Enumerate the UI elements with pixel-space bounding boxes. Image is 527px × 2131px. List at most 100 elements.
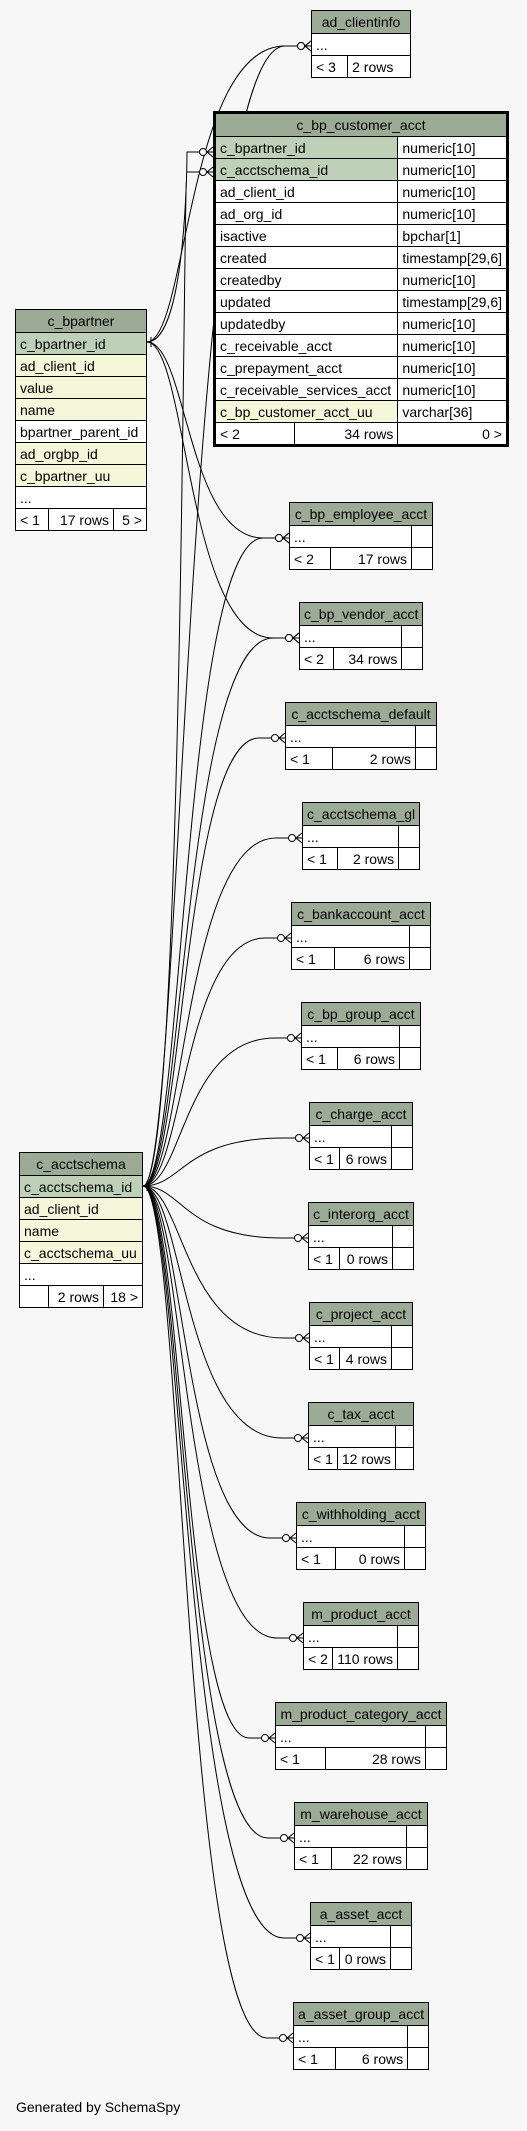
column-name[interactable]: bpartner_parent_id <box>15 420 147 443</box>
columns-ellipsis: ... <box>308 1425 396 1448</box>
parents-count[interactable]: < 1 <box>309 1947 341 1970</box>
parents-count[interactable]: < 1 <box>293 2047 336 2070</box>
table-title[interactable]: m_product_category_acct <box>275 1702 447 1726</box>
column-name[interactable]: c_bpartner_uu <box>15 464 147 487</box>
column-name[interactable]: ad_org_id <box>213 202 399 225</box>
column-name[interactable]: c_prepayment_acct <box>213 356 399 379</box>
parents-count[interactable]: < 1 <box>301 847 339 870</box>
children-count[interactable]: 5 > <box>113 508 147 531</box>
parents-count[interactable]: < 1 <box>301 1047 338 1070</box>
relationship-line <box>142 1185 279 2039</box>
column-type: numeric[10] <box>397 378 508 401</box>
table-title[interactable]: c_bp_group_acct <box>301 1002 421 1026</box>
column-name[interactable]: value <box>15 376 147 399</box>
parents-count[interactable]: < 2 <box>214 422 295 446</box>
parents-count[interactable]: < 1 <box>309 1147 340 1170</box>
column-name[interactable]: name <box>19 1219 143 1242</box>
children-count[interactable]: 0 > <box>397 422 508 446</box>
column-type: numeric[10] <box>397 356 508 379</box>
crows-foot-marker <box>301 1432 309 1444</box>
table-c-bpartner[interactable]: c_bpartner c_bpartner_id ad_client_id va… <box>15 309 147 531</box>
children-count[interactable]: 18 > <box>103 1285 143 1308</box>
table-title[interactable]: c_bp_vendor_acct <box>298 602 424 626</box>
parents-count[interactable]: < 1 <box>15 508 49 531</box>
column-name[interactable]: c_acctschema_id <box>213 158 399 181</box>
column-name[interactable]: ad_client_id <box>19 1197 143 1220</box>
column-name[interactable]: c_bpartner_id <box>213 136 399 159</box>
column-name[interactable]: name <box>15 398 147 421</box>
column-name[interactable]: created <box>213 246 399 269</box>
parents-count[interactable]: < 1 <box>309 1347 340 1370</box>
columns-ellipsis: ... <box>301 825 400 848</box>
parents-count[interactable]: < 2 <box>289 547 331 570</box>
columns-ellipsis: ... <box>275 1725 426 1748</box>
crows-foot-marker <box>294 1032 302 1044</box>
optional-marker <box>271 734 279 742</box>
column-name[interactable]: ad_orgbp_id <box>15 442 147 465</box>
table-title[interactable]: c_acctschema_default <box>285 702 437 726</box>
column-name[interactable]: c_receivable_services_acct <box>213 378 399 401</box>
table-title[interactable]: c_tax_acct <box>308 1402 414 1426</box>
column-name[interactable]: ad_client_id <box>213 180 399 203</box>
column-name[interactable]: updated <box>213 290 399 313</box>
table-title[interactable]: c_acctschema <box>19 1152 143 1176</box>
table-c-acctschema[interactable]: c_acctschema c_acctschema_id ad_client_i… <box>19 1152 143 1308</box>
parents-count[interactable]: < 1 <box>308 1447 338 1470</box>
optional-marker <box>296 1934 304 1942</box>
table-title[interactable]: ad_clientinfo <box>311 10 411 34</box>
parents-count[interactable]: < 2 <box>303 1647 333 1670</box>
table-title[interactable]: a_asset_acct <box>310 1902 412 1926</box>
parents-count[interactable]: < 1 <box>293 1847 333 1870</box>
table-title[interactable]: c_bp_customer_acct <box>214 112 508 137</box>
table-title[interactable]: c_withholding_acct <box>296 1502 426 1526</box>
parents-count[interactable]: < 1 <box>290 947 336 970</box>
table-title[interactable]: c_acctschema_gl <box>301 802 421 826</box>
table-title[interactable]: c_bankaccount_acct <box>291 902 431 926</box>
column-name[interactable]: createdby <box>213 268 399 291</box>
parents-count[interactable]: < 3 <box>310 55 349 78</box>
column-name[interactable]: ad_client_id <box>15 354 147 377</box>
parents-count[interactable]: < 1 <box>295 1547 337 1570</box>
column-name[interactable]: c_acctschema_uu <box>19 1241 143 1264</box>
table-title[interactable]: a_asset_group_acct <box>292 2002 430 2026</box>
column-name[interactable]: c_bp_customer_acct_uu <box>213 400 399 423</box>
row-count: 2 rows <box>48 1285 104 1308</box>
parents-count[interactable]: < 1 <box>308 1247 340 1270</box>
table-c-bp-customer-acct[interactable]: c_bp_customer_acct c_bpartner_id numeric[… <box>213 111 509 447</box>
table-title[interactable]: c_bpartner <box>15 309 147 333</box>
table-title[interactable]: m_product_acct <box>303 1602 419 1626</box>
parents-count[interactable]: < 1 <box>284 747 334 770</box>
table-title[interactable]: c_bp_employee_acct <box>289 502 433 526</box>
column-name[interactable]: updatedby <box>213 312 399 335</box>
column-type: varchar[36] <box>397 400 508 423</box>
parents-count[interactable]: < 1 <box>275 1747 326 1770</box>
column-name[interactable]: c_bpartner_id <box>15 332 147 355</box>
crows-foot-marker <box>206 166 214 178</box>
column-name[interactable]: c_acctschema_id <box>19 1175 143 1198</box>
table-title[interactable]: c_project_acct <box>309 1302 413 1326</box>
columns-ellipsis: ... <box>294 1825 407 1848</box>
column-name[interactable]: c_receivable_acct <box>213 334 399 357</box>
table-title[interactable]: c_interorg_acct <box>308 1202 414 1226</box>
parents-count[interactable]: < 2 <box>298 647 335 670</box>
table-title[interactable]: m_warehouse_acct <box>294 1802 428 1826</box>
column-name[interactable]: isactive <box>213 224 399 247</box>
table-title[interactable]: c_charge_acct <box>309 1102 413 1126</box>
